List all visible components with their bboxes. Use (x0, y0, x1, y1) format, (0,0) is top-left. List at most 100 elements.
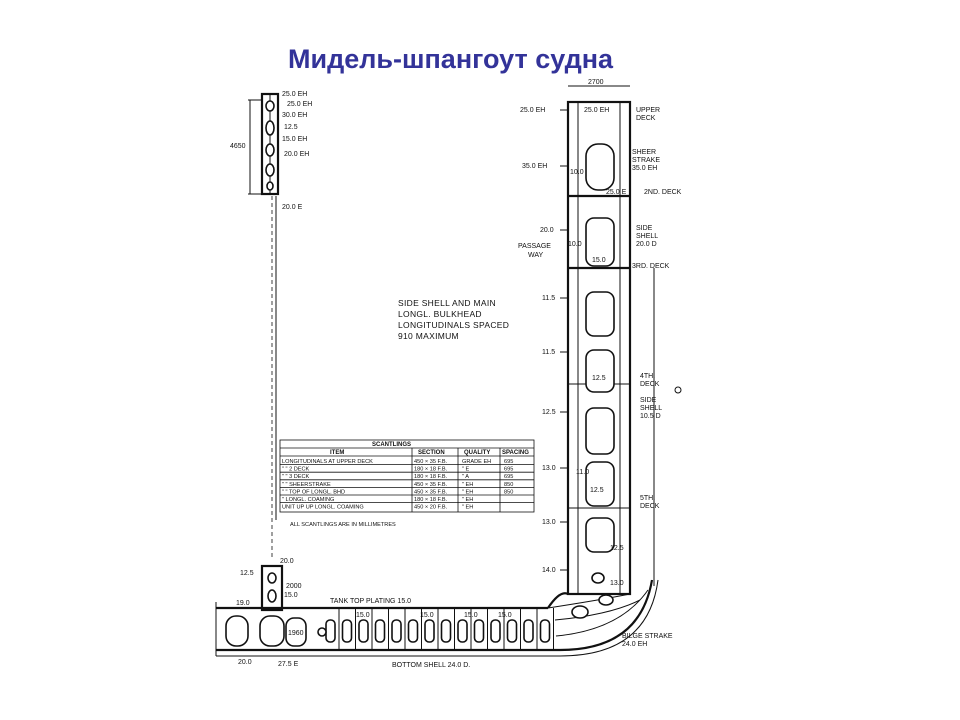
tbl-head-quality: QUALITY (464, 450, 490, 456)
bl-8: 15.0 (356, 612, 370, 619)
bl-4: 19.0 (236, 600, 250, 607)
lightening-hole (424, 619, 435, 643)
tl-label-5: 20.0 EH (284, 151, 309, 158)
inner-5: 12.5 (592, 375, 606, 382)
lightening-hole (374, 619, 386, 643)
side-left-7: 13.0 (542, 519, 556, 526)
tl-label-3: 12.5 (284, 124, 298, 131)
tl-label-2: 30.0 EH (282, 112, 307, 119)
side-left-1: 35.0 EH (522, 163, 547, 170)
side-left-4: 11.5 (542, 349, 555, 356)
table-cell: " EH (462, 505, 473, 511)
inner-9: 13.0 (610, 580, 624, 587)
bl-3: 15.0 (284, 592, 298, 599)
lightening-hole (358, 619, 369, 643)
lightening-hole (506, 619, 518, 643)
deck4-label: 4TH.DECK (640, 373, 660, 388)
tbl-head-section: SECTION (418, 450, 445, 456)
bl-5: 1960 (288, 630, 304, 637)
lightening-hole (490, 619, 501, 643)
bl-10: 15.0 (464, 612, 478, 619)
side-left-2: 20.0 (540, 227, 554, 234)
bl-6: 20.0 (238, 659, 252, 666)
deck3-label: 3RD. DECK (632, 263, 670, 270)
bottom-shell-label: BOTTOM SHELL 24.0 D. (392, 662, 470, 669)
inner-2: 25.0 E (606, 189, 627, 196)
table-cell: 450 × 35 F.B. (414, 482, 448, 488)
tbl-head-item: ITEM (330, 450, 344, 456)
side-values-left: 25.0 EH 35.0 EH 20.0 11.5 11.5 12.5 13.0… (520, 107, 556, 574)
table-cell: 180 × 18 F.B. (414, 474, 448, 480)
top-left-block: 4650 25.0 EH 25.0 EH 30.0 EH 12.5 15.0 E… (230, 91, 312, 211)
lightening-hole (523, 619, 534, 643)
table-cell: " " 2 DECK (282, 467, 310, 473)
top-dim-label: 2700 (588, 79, 604, 86)
tl-label-0: 25.0 EH (282, 91, 307, 98)
table-cell: " A (462, 474, 469, 480)
inner-values: 25.0 EH 10.0 25.0 E 10.0 15.0 12.5 11.0 … (568, 107, 627, 587)
lightening-hole (539, 619, 551, 643)
side-left-5: 12.5 (542, 409, 556, 416)
height-dim-label: 4650 (230, 143, 246, 150)
inner-3: 10.0 (568, 241, 582, 248)
lightening-hole (325, 619, 336, 643)
table-cell: " EH (462, 482, 473, 488)
table-cell: 450 × 35 F.B. (414, 489, 448, 495)
bottom-structure: TANK TOP PLATING 15.0 BOTTOM SHELL 24.0 … (215, 558, 659, 669)
inner-1: 10.0 (570, 169, 584, 176)
table-cell: " E (462, 467, 470, 473)
lightening-hole (440, 619, 452, 643)
bl-9: 15.0 (420, 612, 434, 619)
table-cell: 850 (504, 482, 513, 488)
tl-label-1: 25.0 EH (287, 101, 312, 108)
side-shell-column: 2700 (560, 79, 632, 596)
table-cell: 695 (504, 467, 513, 473)
marker-circle (674, 386, 682, 394)
table-cell: 450 × 35 F.B. (414, 459, 448, 465)
inner-8: 12.5 (610, 545, 624, 552)
lightening-hole (341, 619, 353, 643)
lightening-hole (473, 619, 485, 643)
lightening-hole (457, 619, 468, 643)
scantlings-footnote: ALL SCANTLINGS ARE IN MILLIMETRES (290, 522, 396, 528)
bl-11: 15.0 (498, 612, 512, 619)
side-left-8: 14.0 (542, 567, 556, 574)
table-cell: " LONGL. COAMING (282, 497, 334, 503)
inner-4: 15.0 (592, 257, 606, 264)
lightening-hole (407, 619, 419, 643)
side-left-6: 13.0 (542, 465, 556, 472)
inner-0: 25.0 EH (584, 107, 609, 114)
side-left-0: 25.0 EH (520, 107, 545, 114)
table-cell: " EH (462, 489, 473, 495)
passage-line-0: PASSAGE (518, 243, 551, 250)
bl-2: 2000 (286, 583, 302, 590)
deck5-label: 5TH.DECK (640, 495, 660, 510)
table-cell: GRADE EH (462, 459, 491, 465)
scantlings-title: SCANTLINGS (372, 442, 411, 448)
table-cell: 180 × 18 F.B. (414, 467, 448, 473)
bl-7: 27.5 E (278, 661, 299, 668)
passage-way-label: PASSAGE WAY (518, 243, 553, 259)
slide-title: Мидель-шпангоут судна (288, 44, 614, 74)
table-cell: 695 (504, 474, 513, 480)
table-cell: " " 3 DECK (282, 474, 310, 480)
table-cell: " EH (462, 497, 473, 503)
tl-label-6: 20.0 E (282, 204, 303, 211)
table-cell: 180 × 18 F.B. (414, 497, 448, 503)
tank-top-label: TANK TOP PLATING 15.0 (330, 598, 411, 605)
inner-6: 11.0 (576, 469, 589, 476)
tbl-head-spacing: SPACING (502, 450, 529, 456)
side-left-3: 11.5 (542, 295, 555, 302)
table-cell: " " TOP OF LONGL. BHD (282, 489, 345, 495)
table-cell: " " SHEERSTRAKE (282, 482, 331, 488)
table-cell: 695 (504, 459, 513, 465)
